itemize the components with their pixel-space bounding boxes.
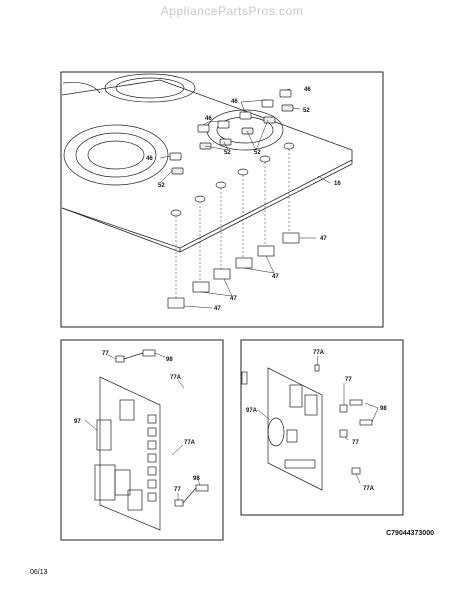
relay-column [147, 414, 157, 502]
sub-control-board [241, 364, 373, 491]
main-control-board [94, 349, 209, 531]
callout-77a: 77A [184, 440, 196, 446]
callout-98: 98 [193, 476, 200, 482]
watermark: AppliancePartsPros.com [160, 4, 304, 18]
callout-77a: 77A [363, 486, 375, 492]
cooktop-glass [61, 79, 353, 253]
callout-52: 52 [158, 183, 165, 189]
knob-openings [170, 142, 295, 217]
callout-77: 77 [102, 351, 109, 357]
callout-47: 47 [230, 296, 237, 302]
callout-97: 97 [74, 419, 81, 425]
leader-lines-left [84, 352, 201, 500]
dashed-leaders [175, 149, 290, 300]
callout-46: 46 [231, 99, 238, 105]
callout-52: 52 [224, 150, 231, 156]
callout-98: 98 [166, 357, 173, 363]
callout-46: 46 [304, 87, 311, 93]
callout-77a: 77A [170, 375, 182, 381]
callout-77: 77 [352, 440, 359, 446]
revision-date: 06/13 [30, 569, 48, 576]
callout-77: 77 [174, 487, 181, 493]
callout-52: 52 [303, 108, 310, 114]
leader-lines-right [257, 355, 379, 484]
left-board-frame [60, 339, 224, 541]
callout-77a: 77A [313, 350, 325, 356]
callout-52: 52 [254, 150, 261, 156]
burner-elements [62, 73, 284, 186]
callout-46: 46 [205, 116, 212, 122]
callout-98: 98 [380, 406, 387, 412]
callout-46: 46 [146, 156, 153, 162]
leader-lines-top [159, 88, 331, 309]
callout-47: 47 [272, 274, 279, 280]
callout-47: 47 [214, 306, 221, 312]
callout-16: 16 [334, 181, 341, 187]
diagram-code: C79044373000 [386, 530, 434, 537]
callout-47: 47 [320, 236, 327, 242]
cooktop-frame [60, 71, 384, 328]
callout-77: 77 [345, 377, 352, 383]
callout-97a: 97A [246, 408, 258, 414]
knob-switches [169, 89, 294, 175]
right-board-frame [240, 339, 404, 516]
